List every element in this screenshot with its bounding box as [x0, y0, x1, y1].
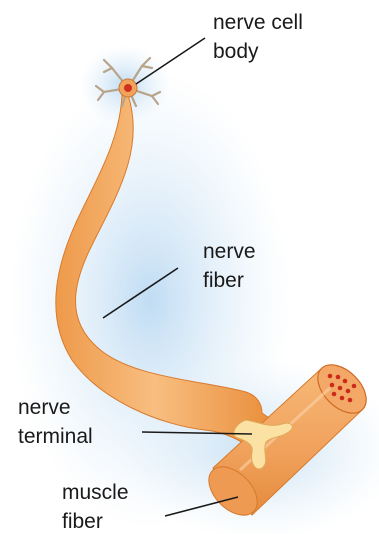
nerve-terminal-label-line1: nerve: [18, 396, 71, 419]
nerve-cell-body-label-line1: nerve cell: [213, 11, 303, 34]
nerve-fiber-label-line1: nerve: [203, 240, 256, 263]
nerve-terminal-label-line2: terminal: [18, 425, 93, 448]
muscle-fiber-label-line2: fiber: [62, 510, 103, 533]
nerve-cell-body-label: nerve cell body: [213, 11, 309, 63]
muscle-fiber-label-line1: muscle: [62, 481, 129, 504]
nerve-cell-body-label-line2: body: [213, 40, 259, 63]
nerve-fiber-label-line2: fiber: [203, 269, 244, 292]
